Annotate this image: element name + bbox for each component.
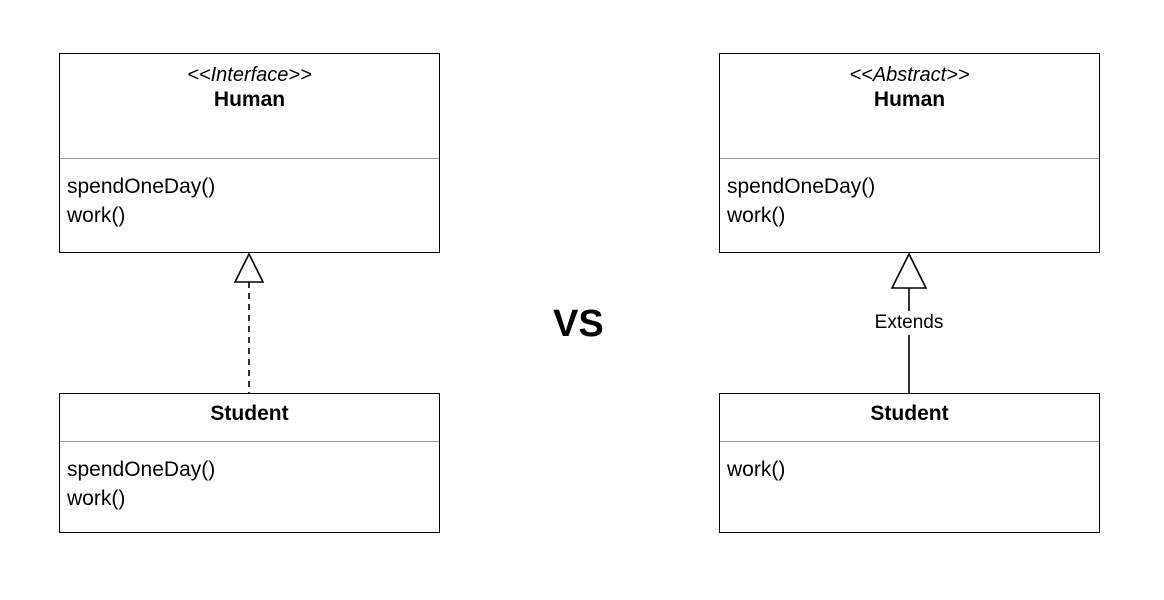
- left-student-method-1: spendOneDay(): [67, 458, 216, 481]
- left-student-class: Student spendOneDay() work(): [59, 393, 440, 533]
- right-human-method-1: spendOneDay(): [727, 175, 876, 198]
- left-human-divider: [60, 158, 439, 159]
- right-human-divider: [720, 158, 1099, 159]
- left-human-name: Human: [213, 88, 286, 111]
- left-student-header: Student: [60, 394, 439, 426]
- extends-label: Extends: [859, 311, 959, 335]
- left-human-stereotype: <<Interface>>: [187, 64, 312, 86]
- left-human-method-1: spendOneDay(): [67, 175, 216, 198]
- right-hollow-triangle-arrowhead: [890, 252, 928, 289]
- left-student-divider: [60, 441, 439, 442]
- left-human-methods: spendOneDay() work(): [67, 172, 215, 230]
- right-human-method-2: work(): [727, 204, 786, 227]
- left-hollow-triangle-arrowhead: [233, 252, 265, 283]
- right-human-methods: spendOneDay() work(): [727, 172, 875, 230]
- left-student-name: Student: [210, 402, 289, 425]
- right-student-class: Student work(): [719, 393, 1100, 533]
- right-student-methods: work(): [727, 455, 785, 484]
- right-student-header: Student: [720, 394, 1099, 426]
- right-student-name: Student: [870, 402, 949, 425]
- left-human-header: <<Interface>> Human: [60, 54, 439, 112]
- vs-separator: VS: [553, 303, 604, 345]
- left-interface-human-class: <<Interface>> Human spendOneDay() work(): [59, 53, 440, 253]
- right-student-method-1: work(): [727, 458, 786, 481]
- left-student-methods: spendOneDay() work(): [67, 455, 215, 513]
- left-student-method-2: work(): [67, 487, 126, 510]
- right-student-divider: [720, 441, 1099, 442]
- right-abstract-human-class: <<Abstract>> Human spendOneDay() work(): [719, 53, 1100, 253]
- left-human-method-2: work(): [67, 204, 126, 227]
- right-human-stereotype: <<Abstract>>: [849, 64, 970, 86]
- right-human-name: Human: [873, 88, 946, 111]
- right-human-header: <<Abstract>> Human: [720, 54, 1099, 112]
